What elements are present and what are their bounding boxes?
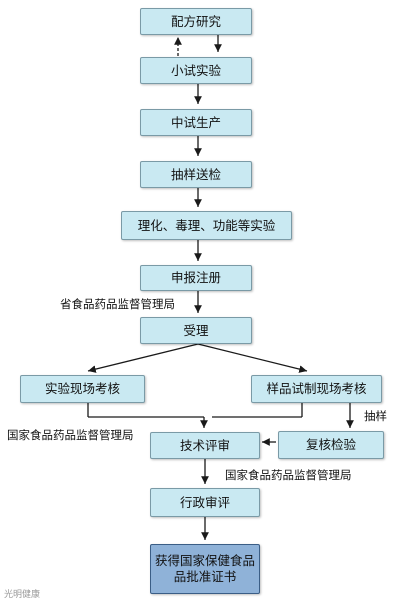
note-sampling: 抽样	[364, 409, 387, 423]
certificate-line-1: 获得国家保健食品	[154, 553, 255, 569]
node-pilot-test: 小试实验	[140, 57, 252, 84]
note-national-agency-right: 国家食品药品监督管理局	[225, 468, 352, 482]
node-experiments: 理化、毒理、功能等实验	[121, 211, 292, 240]
arrow-acceptance-to-site-experiment	[87, 343, 199, 373]
certificate-line-2: 品批准证书	[173, 569, 237, 584]
node-acceptance: 受理	[140, 317, 252, 344]
node-registration: 申报注册	[140, 265, 252, 291]
node-site-inspection-experiment: 实验现场考核	[20, 375, 145, 403]
node-midscale-production: 中试生产	[140, 109, 252, 136]
watermark: 光明健康	[4, 590, 41, 600]
node-administrative-review: 行政审评	[150, 488, 260, 517]
node-site-inspection-sample: 样品试制现场考核	[251, 375, 382, 403]
arrow-acceptance-to-site-sample	[197, 343, 308, 373]
node-recheck: 复核检验	[278, 431, 384, 459]
node-certificate: 获得国家保健食品 品批准证书	[150, 544, 260, 594]
node-technical-review: 技术评审	[150, 432, 260, 459]
node-formula-research: 配方研究	[140, 8, 252, 35]
node-sample-submission: 抽样送检	[140, 161, 252, 188]
note-provincial-agency: 省食品药品监督管理局	[60, 297, 175, 311]
note-national-agency-left: 国家食品药品监督管理局	[7, 428, 134, 442]
